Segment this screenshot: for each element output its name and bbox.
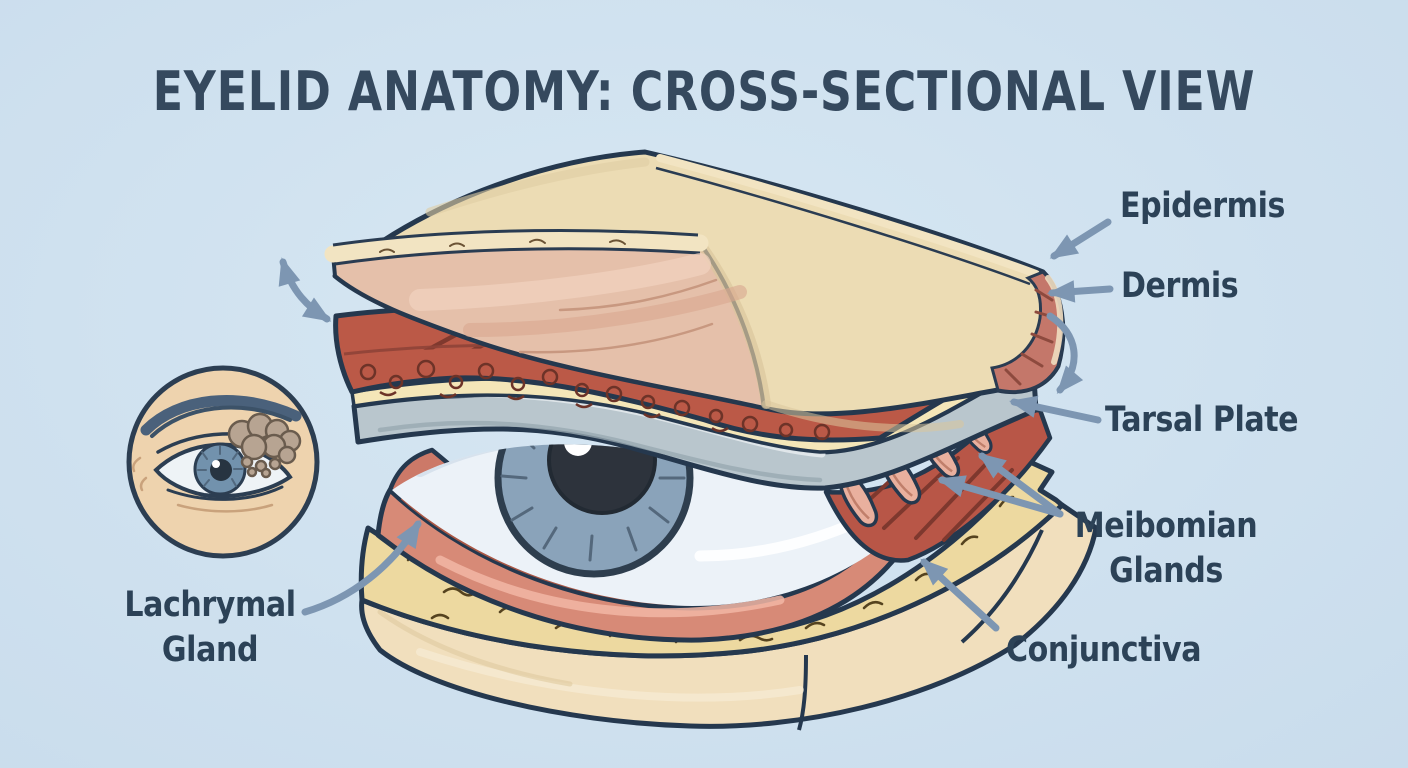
label-meibomian-line2: Glands [1109,551,1223,591]
muscle-bubble-texture [359,359,831,441]
eyebrow [140,395,302,436]
label-epidermis: Epidermis [1120,186,1285,226]
dermis-arrow [1047,280,1114,303]
flap-flip-arrow-left [278,257,332,323]
pupil-highlight [564,444,592,456]
meibomian-arrow-upper [977,452,1064,518]
pupil [547,444,657,515]
tarsal-plate-arrow [1009,395,1102,424]
label-tarsal-plate: Tarsal Plate [1105,400,1299,440]
lachrymal-gland-arrow [301,519,422,616]
epidermis-arrow [1049,218,1112,260]
inset-eye-circle [126,365,320,559]
page-title: EYELID ANATOMY: CROSS-SECTIONAL VIEW [152,60,1256,124]
label-dermis: Dermis [1121,266,1239,306]
meibomian-arrow-lower [937,475,1064,518]
flap-cut-edge-epidermis [324,230,709,263]
label-conjunctiva: Conjunctiva [1006,630,1202,670]
label-lachrymal-gland: Lachrymal Gland [115,583,304,673]
label-meibomian-glands: Meibomian Glands [1071,504,1260,594]
label-lachrymal-line2: Gland [161,630,259,670]
lachrymal-gland-shape [227,412,302,479]
label-lachrymal-line1: Lachrymal [124,585,296,625]
label-meibomian-line1: Meibomian [1074,506,1258,546]
skin-flap [324,149,1066,433]
conjunctiva-arrow [920,558,1000,632]
flap-flip-arrow-right [1046,312,1084,394]
